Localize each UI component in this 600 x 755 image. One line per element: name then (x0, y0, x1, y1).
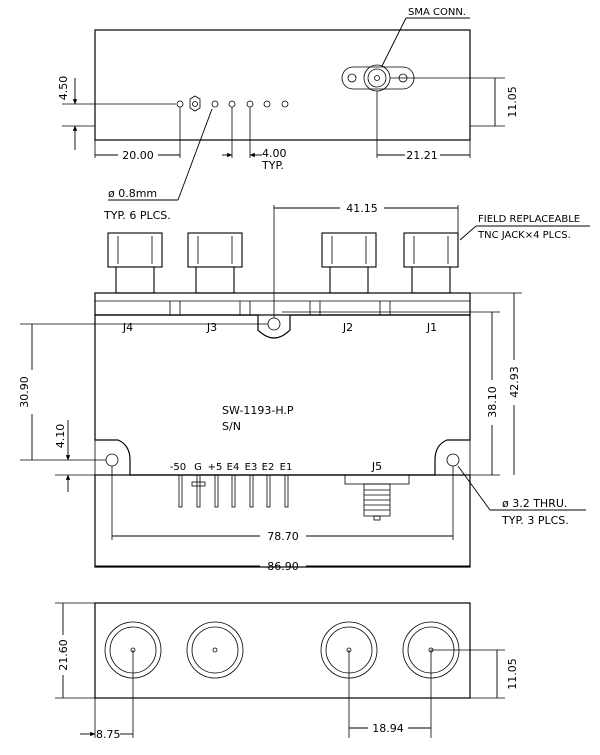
dim-center-hole: 41.15 (346, 202, 378, 215)
dim-front-right-inner: 38.10 (486, 386, 499, 418)
dim-bottom-height: 21.60 (57, 639, 70, 671)
front-view: J4 J3 J2 J1 SW-1193-H.P S/N -50 G +5 E4 … (18, 202, 590, 573)
dim-pin-pitch: 4.00 (262, 147, 287, 160)
pin-label: -50 (170, 462, 186, 473)
model-number: SW-1193-H.P (222, 404, 294, 417)
front-view-lower-body (94, 474, 471, 568)
top-view-pins (176, 95, 289, 112)
sma-connector-j5 (344, 474, 410, 521)
mount-hole-right (446, 453, 460, 467)
dim-front-left-small: 4.10 (54, 424, 67, 449)
hole-note-2: TYP. 3 PLCS. (501, 514, 569, 527)
bottom-view-body (94, 602, 471, 699)
sma-label: SMA CONN. (408, 7, 466, 18)
tnc-jacks (107, 232, 459, 294)
dim-pin-pitch-note: TYP. (261, 159, 284, 172)
dim-top-left-height: 4.50 (57, 76, 70, 101)
pin-diameter-note: ø 0.8mm (108, 187, 157, 200)
dim-total-width: 86.90 (267, 560, 299, 573)
bottom-view: 21.60 11.05 8.75 18.94 (55, 602, 519, 741)
dim-front-left-height: 30.90 (18, 376, 31, 408)
dim-hole-span: 78.70 (267, 530, 299, 543)
top-view-body (94, 29, 471, 141)
top-view: SMA CONN. 4.50 11.05 20.00 21.21 4.00 TY… (57, 7, 519, 222)
bottom-jacks (104, 621, 460, 679)
mount-hole-left (105, 453, 119, 467)
pin-label: +5 (208, 462, 223, 473)
serial-number: S/N (222, 420, 241, 433)
pin-label: G (194, 462, 202, 473)
dim-front-right-outer: 42.93 (508, 366, 521, 398)
dim-top-right-height: 11.05 (506, 86, 519, 118)
dim-bottom-left-offset: 8.75 (96, 728, 121, 741)
mount-hole-top (267, 317, 281, 331)
jack-label-j1: J1 (426, 321, 437, 334)
dim-pin-offset: 20.00 (122, 149, 154, 162)
front-view-flange (94, 292, 471, 316)
tnc-jack-j1 (403, 232, 459, 294)
tnc-jack-j3 (187, 232, 243, 294)
pin-leads (178, 474, 289, 508)
front-view-body (94, 314, 471, 476)
jack-label-j2: J2 (342, 321, 353, 334)
pin-count-note: TYP. 6 PLCS. (103, 209, 171, 222)
pin-label: E2 (262, 462, 275, 473)
tnc-jack-j2 (321, 232, 377, 294)
jack-label-j5: J5 (371, 460, 382, 473)
pin-label: E1 (280, 462, 293, 473)
field-note-1: FIELD REPLACEABLE (478, 214, 580, 225)
dim-sma-offset: 21.21 (406, 149, 438, 162)
pin-labels: -50 G +5 E4 E3 E2 E1 (170, 462, 293, 473)
tnc-jack-j4 (107, 232, 163, 294)
dim-bottom-right-height: 11.05 (506, 658, 519, 690)
jack-label-j3: J3 (206, 321, 217, 334)
field-note-2: TNC JACK×4 PLCS. (477, 230, 571, 241)
bottom-jack-2 (186, 621, 244, 679)
dim-jack-spacing: 18.94 (372, 722, 404, 735)
jack-label-j4: J4 (122, 321, 133, 334)
hole-note-1: ø 3.2 THRU. (502, 497, 567, 510)
pin-label: E3 (245, 462, 258, 473)
pin-label: E4 (227, 462, 240, 473)
